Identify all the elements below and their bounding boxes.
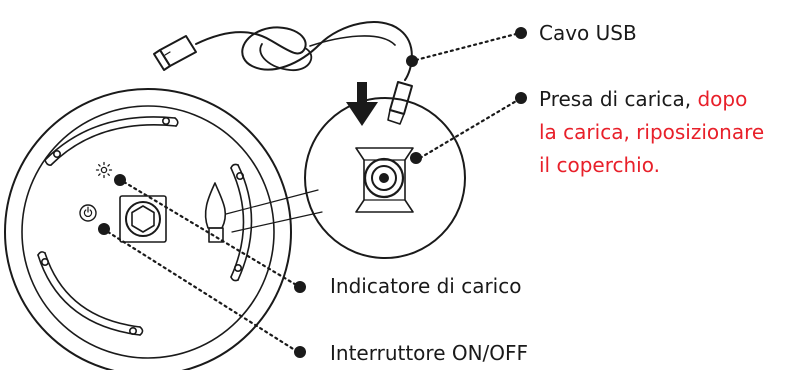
charge-socket-note-3: il coperchio. (539, 153, 660, 177)
leader-lines (106, 32, 520, 354)
leader-dots (98, 27, 527, 358)
charge-socket-note-1: dopo (697, 87, 748, 111)
base-latch (204, 182, 227, 243)
base-disc (4, 88, 292, 370)
down-arrow-icon (346, 82, 378, 126)
socket-zoom (304, 97, 466, 259)
charge-socket-title: Presa di carica, (539, 87, 692, 111)
usb-cable-label: Cavo USB (539, 21, 637, 45)
charge-socket-label: Presa di carica, dopo la carica, riposiz… (539, 83, 764, 182)
sun-icon (95, 161, 113, 179)
center-bolt (119, 195, 167, 243)
power-icon (79, 204, 97, 222)
charge-indicator-label: Indicatore di carico (330, 274, 522, 298)
usb-cable (153, 21, 413, 125)
charge-socket-note-2: la carica, riposizionare (539, 120, 765, 144)
base-slots (37, 116, 253, 336)
power-switch-label: Interruttore ON/OFF (330, 341, 529, 365)
